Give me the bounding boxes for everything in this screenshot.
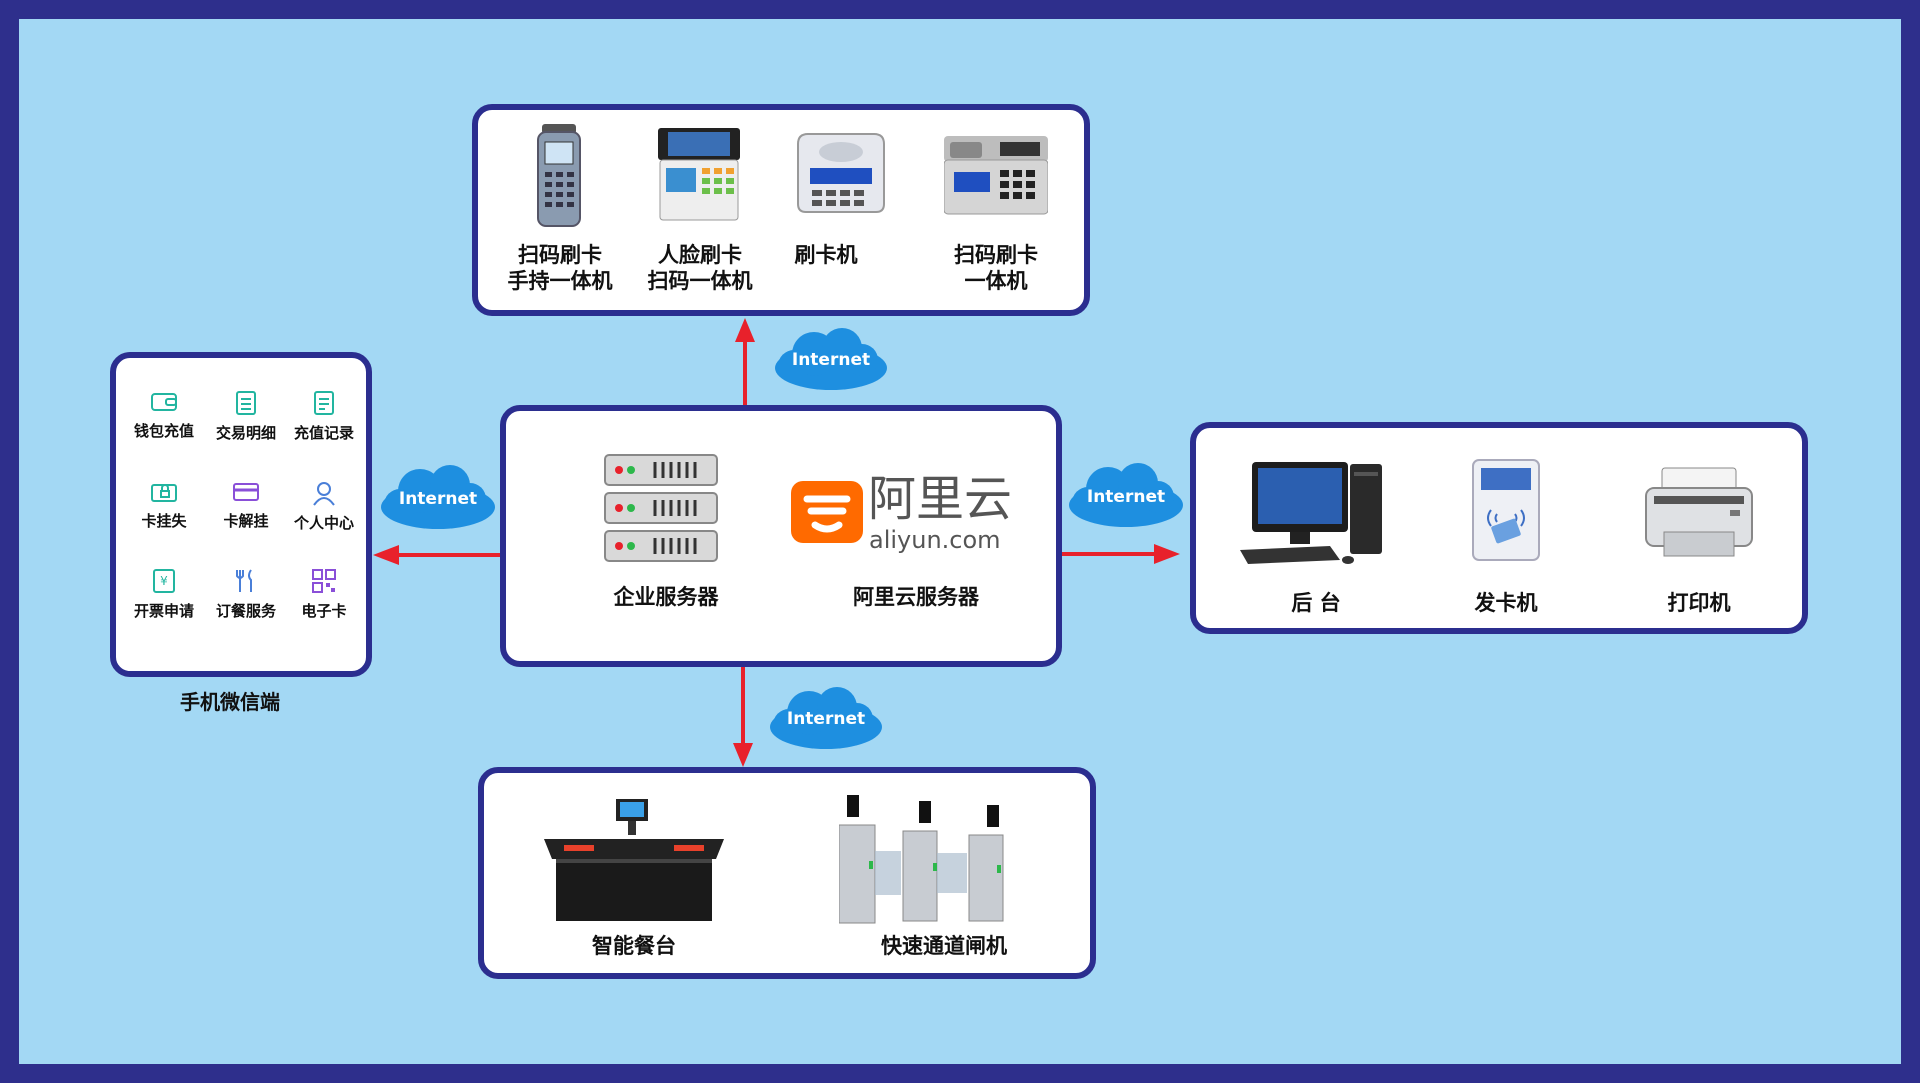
card-issuer-icon (1472, 459, 1540, 561)
menu-item-meal-order[interactable]: 订餐服务 (206, 568, 286, 621)
menu-item-e-card[interactable]: 电子卡 (284, 568, 364, 621)
internet-cloud-bottom: Internet (767, 685, 885, 753)
menu-item-invoice[interactable]: ¥ 开票申请 (124, 568, 204, 621)
arrow-to-right (1060, 544, 1180, 564)
backend-devices-panel: 后 台 发卡机 打印机 (1190, 422, 1808, 634)
invoice-icon: ¥ (153, 569, 175, 593)
device-label-scan-terminal: 扫码刷卡 一体机 (954, 243, 1038, 294)
internet-label-bottom: Internet (786, 709, 866, 729)
meal-icon (236, 569, 252, 592)
internet-cloud-top: Internet (772, 326, 890, 394)
menu-item-card-loss[interactable]: 卡挂失 (124, 480, 204, 531)
aliyun-logo-en: aliyun.com (869, 526, 1001, 554)
menu-item-wallet-recharge[interactable]: 钱包充值 (124, 390, 204, 441)
svg-text:¥: ¥ (160, 574, 168, 588)
printer-icon (1645, 467, 1753, 557)
turnstile-label: 快速通道闸机 (881, 934, 1007, 958)
record-icon (314, 391, 334, 415)
device-label-face-terminal: 人脸刷卡 扫码一体机 (647, 243, 753, 294)
handheld-terminal-icon (537, 124, 581, 227)
face-recognition-terminal-icon (658, 128, 740, 221)
menu-item-personal-center[interactable]: 个人中心 (284, 480, 364, 533)
menu-item-transaction-detail[interactable]: 交易明细 (206, 390, 286, 443)
dining-access-panel: 智能餐台 快速通道闸机 (478, 767, 1096, 979)
smart-table-icon (544, 799, 724, 921)
device-label-handheld: 扫码刷卡 手持一体机 (507, 243, 613, 294)
internet-cloud-right: Internet (1066, 461, 1186, 531)
terminal-devices-panel: 扫码刷卡 手持一体机 人脸刷卡 扫码一体机 刷卡机 扫码刷卡 一体机 (472, 104, 1090, 316)
center-server-panel: 企业服务器 阿里云 aliyun.com 阿里云服务器 (500, 405, 1062, 667)
card-reader-machine-icon (797, 133, 885, 213)
turnstile-icon (839, 795, 1004, 924)
internet-label-right: Internet (1086, 487, 1166, 507)
printer-label: 打印机 (1667, 591, 1731, 615)
card-lock-icon (151, 484, 177, 502)
enterprise-server-label: 企业服务器 (613, 585, 719, 609)
internet-label-left: Internet (398, 489, 478, 509)
arrow-to-bottom (733, 667, 753, 767)
card-icon (233, 483, 259, 501)
server-rack-icon (604, 454, 718, 562)
aliyun-logo-cn: 阿里云 (868, 471, 1013, 527)
mobile-wechat-panel: 钱包充值 交易明细 充值记录 卡挂失 卡解挂 个人中心 ¥ 开票申请 订餐服务 … (110, 352, 372, 677)
list-icon (236, 391, 256, 415)
aliyun-logo-icon (791, 481, 863, 543)
card-issuer-label: 发卡机 (1474, 591, 1538, 615)
aliyun-server-label: 阿里云服务器 (853, 585, 979, 609)
scan-card-terminal-icon (944, 136, 1048, 215)
smart-table-label: 智能餐台 (592, 934, 676, 958)
menu-item-card-unlock[interactable]: 卡解挂 (206, 480, 286, 531)
computer-icon (1240, 462, 1382, 564)
qr-icon (312, 569, 336, 593)
arrow-to-top (735, 318, 755, 408)
backend-label: 后 台 (1291, 591, 1341, 615)
mobile-wechat-caption: 手机微信端 (180, 690, 280, 714)
device-label-card-machine: 刷卡机 (794, 243, 858, 267)
wallet-icon (151, 393, 177, 411)
user-icon (313, 482, 335, 506)
menu-item-recharge-record[interactable]: 充值记录 (284, 390, 364, 443)
internet-label-top: Internet (791, 350, 871, 370)
internet-cloud-left: Internet (378, 463, 498, 533)
arrow-to-left (373, 545, 505, 565)
